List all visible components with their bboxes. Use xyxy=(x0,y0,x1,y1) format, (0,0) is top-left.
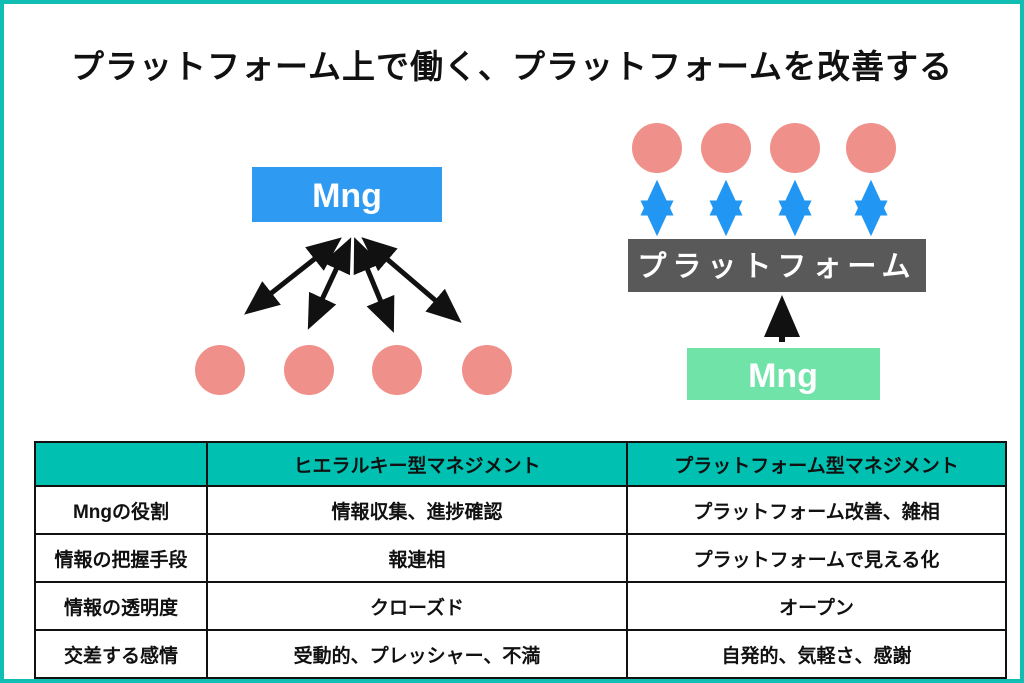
platform-diagram: プラットフォーム Mng xyxy=(628,123,926,400)
hierarchy-arrows xyxy=(244,237,462,333)
cell-hierarchy: 情報収集、進捗確認 xyxy=(206,485,628,535)
member-circle xyxy=(462,345,512,395)
hierarchy-mng-label: Mng xyxy=(312,177,382,215)
row-label: Mngの役割 xyxy=(34,485,208,535)
cell-platform: 自発的、気軽さ、感謝 xyxy=(626,629,1007,679)
platform-mng-box xyxy=(687,348,880,400)
cell-hierarchy: 報連相 xyxy=(206,533,628,583)
table-header-row: ヒエラルキー型マネジメント プラットフォーム型マネジメント xyxy=(34,441,1007,487)
platform-member-arrows xyxy=(640,179,888,237)
platform-mng-label: Mng xyxy=(748,357,818,395)
hierarchy-diagram: Mng xyxy=(195,167,512,395)
row-label: 情報の把握手段 xyxy=(34,533,208,583)
member-circle xyxy=(846,123,896,173)
table-row: Mngの役割 情報収集、進捗確認 プラットフォーム改善、雑相 xyxy=(34,485,1007,535)
member-circle xyxy=(701,123,751,173)
header-cell-empty xyxy=(34,441,208,487)
hierarchy-mng-box xyxy=(252,167,442,222)
cell-platform: プラットフォーム改善、雑相 xyxy=(626,485,1007,535)
hierarchy-members xyxy=(195,345,512,395)
double-arrow-icon xyxy=(307,237,352,330)
member-circle xyxy=(372,345,422,395)
cell-platform: プラットフォームで見える化 xyxy=(626,533,1007,583)
comparison-table: ヒエラルキー型マネジメント プラットフォーム型マネジメント Mngの役割 情報収… xyxy=(34,441,1007,679)
cell-hierarchy: 受動的、プレッシャー、不満 xyxy=(206,629,628,679)
table-row: 情報の透明度 クローズド オープン xyxy=(34,581,1007,631)
header-cell-platform: プラットフォーム型マネジメント xyxy=(626,441,1007,487)
cell-platform: オープン xyxy=(626,581,1007,631)
row-label: 交差する感情 xyxy=(34,629,208,679)
member-circle xyxy=(632,123,682,173)
management-diagrams: Mng xyxy=(195,123,926,400)
table-row: 交差する感情 受動的、プレッシャー、不満 自発的、気軽さ、感謝 xyxy=(34,629,1007,679)
platform-box xyxy=(628,239,926,292)
member-circle xyxy=(770,123,820,173)
header-cell-hierarchy: ヒエラルキー型マネジメント xyxy=(206,441,628,487)
page-title: プラットフォーム上で働く、プラットフォームを改善する xyxy=(70,48,954,85)
platform-box-label: プラットフォーム xyxy=(637,250,916,283)
table-row: 情報の把握手段 報連相 プラットフォームで見える化 xyxy=(34,533,1007,583)
cell-hierarchy: クローズド xyxy=(206,581,628,631)
member-circle xyxy=(284,345,334,395)
member-circle xyxy=(195,345,245,395)
row-label: 情報の透明度 xyxy=(34,581,208,631)
platform-members xyxy=(632,123,896,173)
double-arrow-icon xyxy=(361,237,462,323)
